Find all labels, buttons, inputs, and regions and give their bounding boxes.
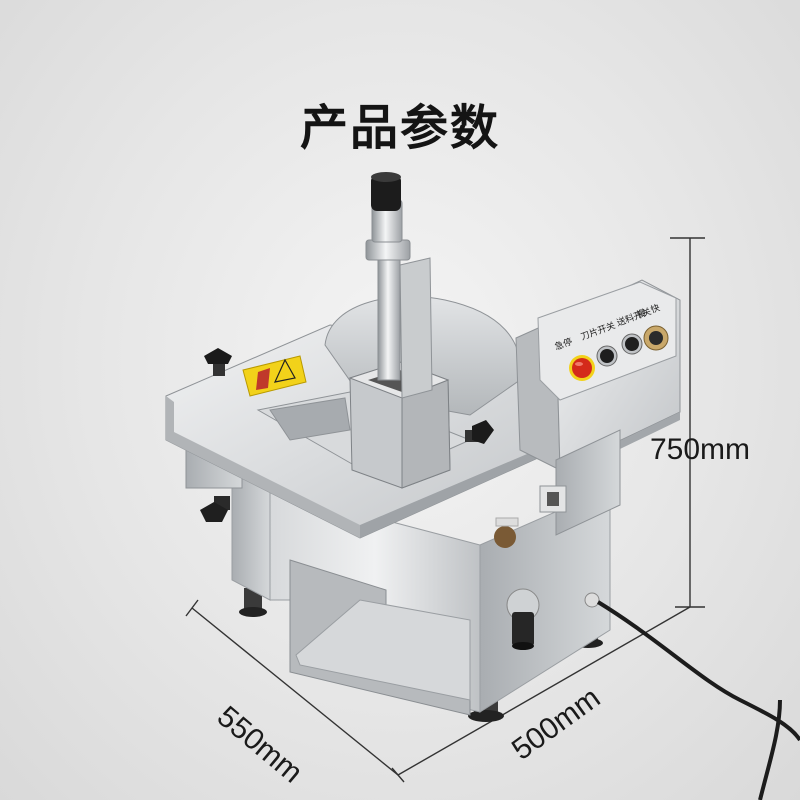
power-cable [596,600,800,800]
top-left-knob [204,348,232,376]
blade-switch [596,345,618,367]
height-dimension: 750mm [650,433,751,466]
speed-knob-lower [506,588,540,650]
slow-label: 慢 [635,306,648,320]
pusher-rod [377,249,401,381]
pusher-handle [371,175,401,211]
warning-label [242,355,307,397]
speed-dial [643,325,669,351]
pusher-plate [399,257,433,399]
page-title: 产品参数 [299,100,500,156]
fast-label: 快 [649,301,662,315]
emergency-stop-button [569,355,595,381]
feed-switch [621,333,643,355]
rail-knob [465,420,494,444]
dimension-lines [185,237,705,783]
